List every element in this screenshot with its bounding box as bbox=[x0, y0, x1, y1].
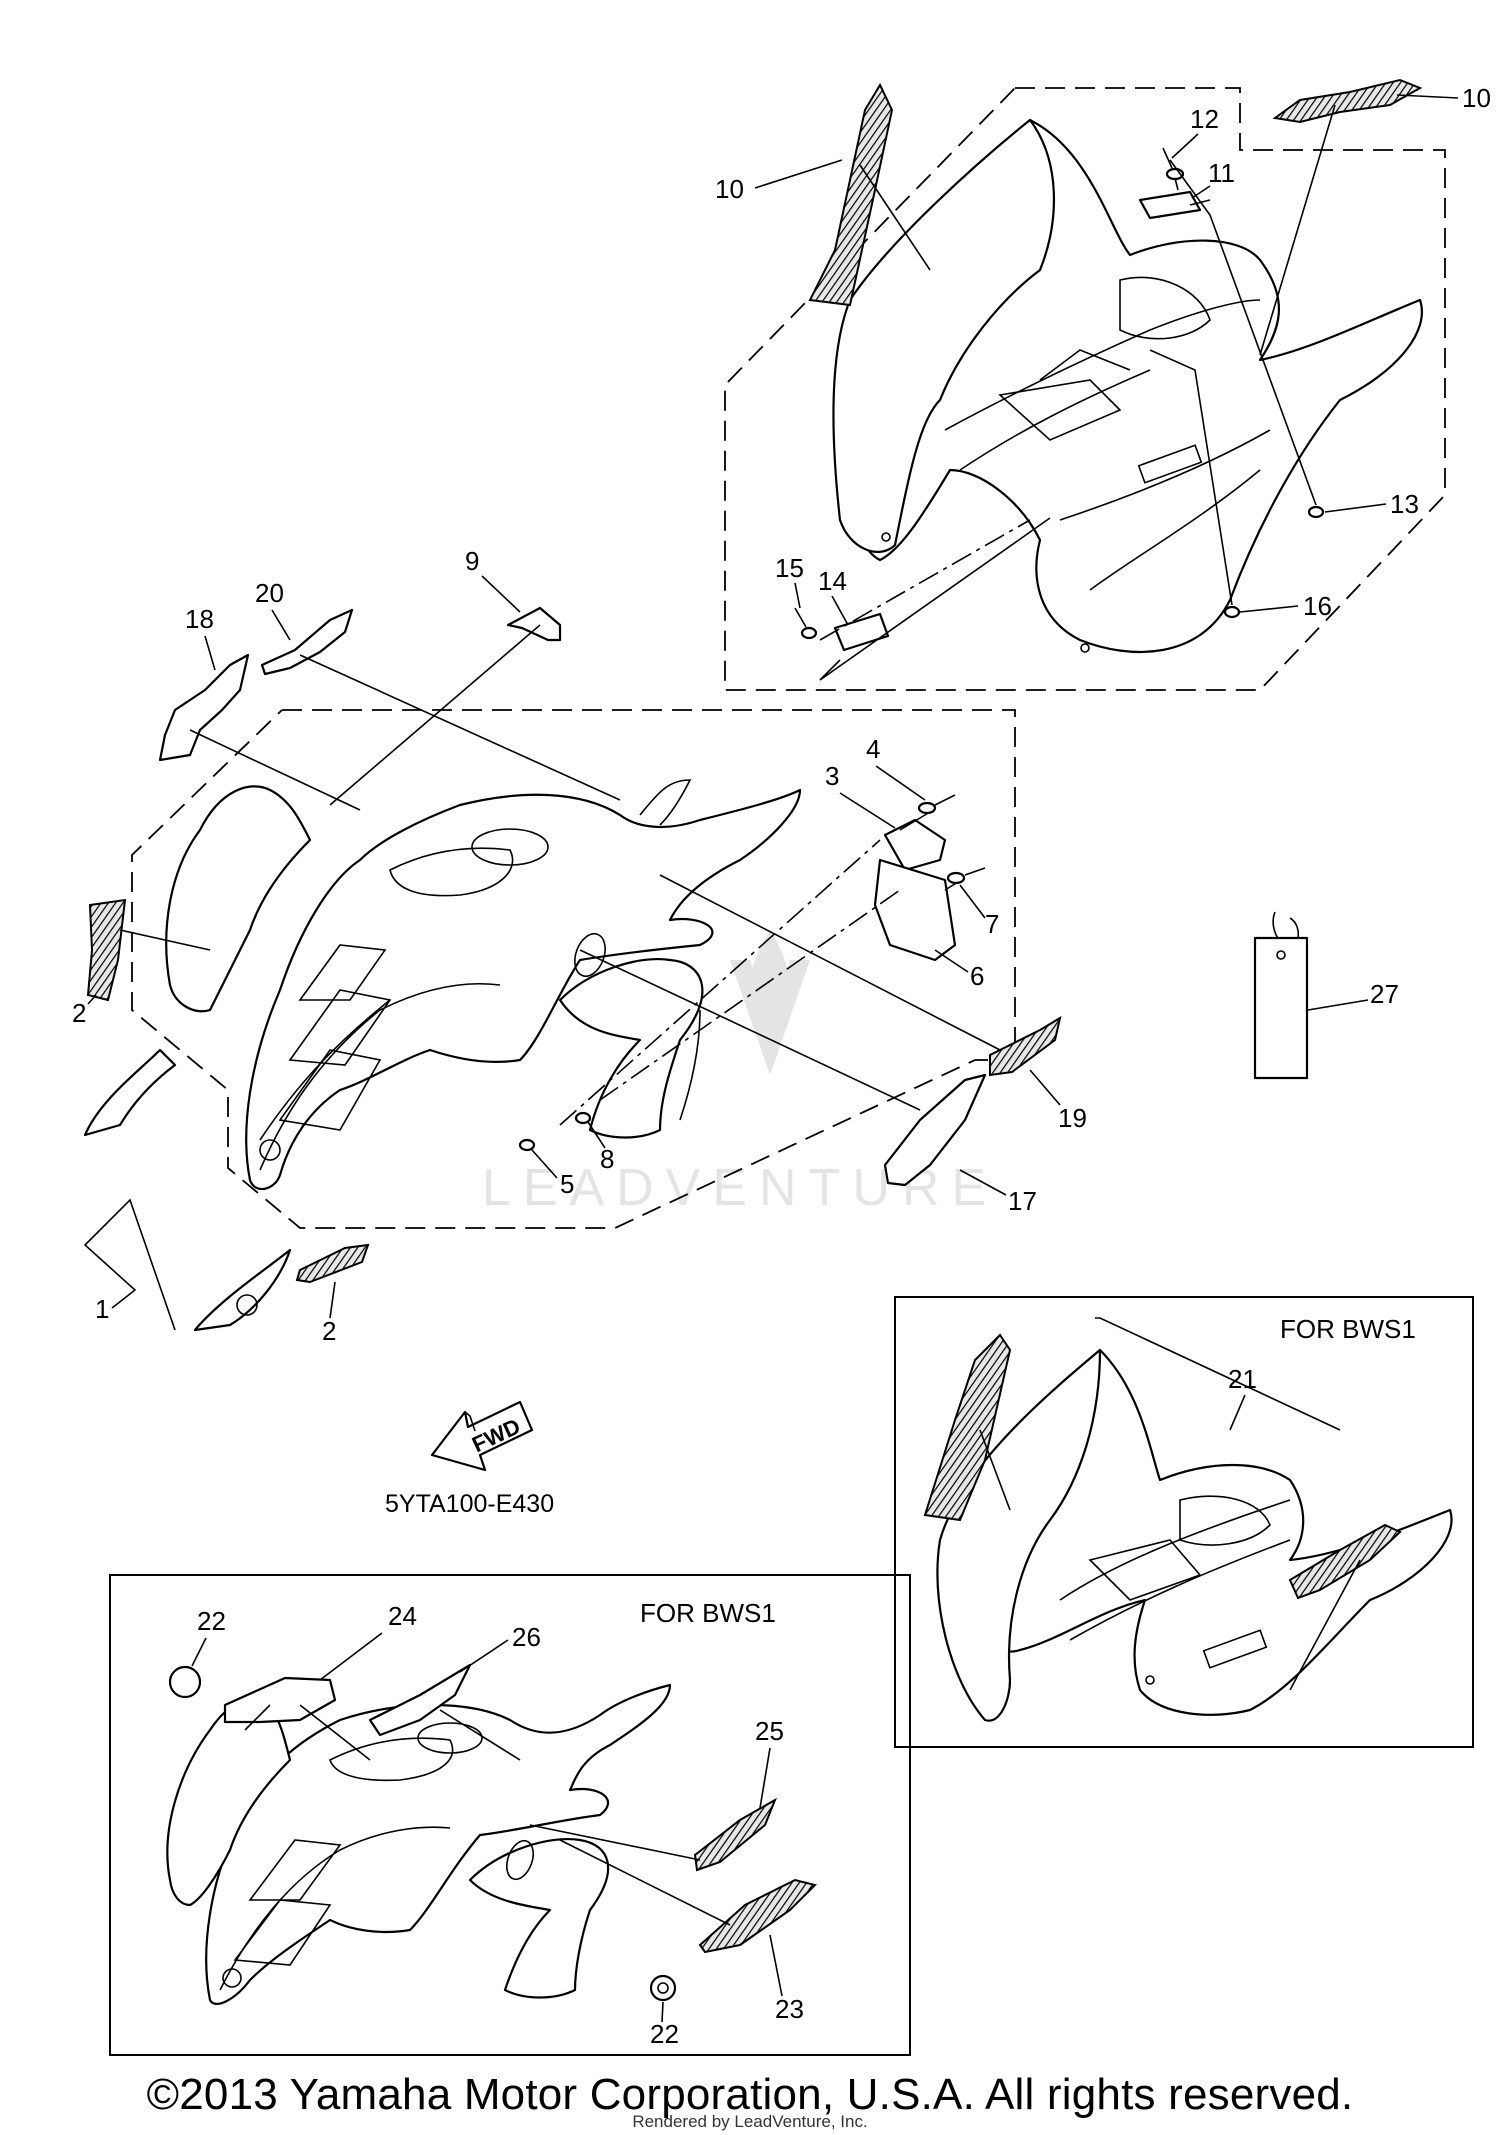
callout-4: 4 bbox=[866, 734, 880, 764]
inset-decal-22-top bbox=[168, 1665, 202, 1699]
callout-23: 23 bbox=[775, 1994, 804, 2024]
washer-5 bbox=[518, 1138, 536, 1152]
callout-21: 21 bbox=[1228, 1364, 1257, 1394]
callout-7: 7 bbox=[985, 909, 999, 939]
callout-22-top: 22 bbox=[197, 1606, 226, 1636]
inset-rear-label: FOR BWS1 bbox=[1280, 1314, 1416, 1344]
inset-front-bws1: FOR BWS1 22 24 26 25 23 22 bbox=[109, 1574, 911, 2056]
plate-11 bbox=[1138, 190, 1202, 220]
rear-fender-left-flare bbox=[832, 118, 1056, 553]
fwd-arrow: FWD bbox=[430, 1400, 534, 1472]
rear-decal-left bbox=[808, 82, 894, 307]
plate-6 bbox=[873, 858, 957, 962]
callout-26: 26 bbox=[512, 1622, 541, 1652]
callout-13: 13 bbox=[1390, 489, 1419, 519]
rear-decal-right bbox=[1272, 78, 1423, 124]
decal-1-lower bbox=[193, 1248, 292, 1332]
rivet-7 bbox=[946, 867, 986, 885]
callout-25: 25 bbox=[755, 1716, 784, 1746]
callout-8: 8 bbox=[600, 1144, 614, 1174]
inset-decal-24 bbox=[223, 1676, 337, 1724]
callout-10-right: 10 bbox=[1462, 83, 1491, 113]
decal-1-left bbox=[83, 1048, 177, 1137]
callout-17: 17 bbox=[1008, 1186, 1037, 1216]
inset-front-label: FOR BWS1 bbox=[640, 1598, 776, 1628]
decal-17 bbox=[883, 1073, 987, 1187]
inset-decal-23 bbox=[698, 1878, 817, 1954]
inset-decal-26 bbox=[368, 1663, 472, 1737]
washer-16 bbox=[1223, 605, 1241, 619]
front-fender-left-wing bbox=[165, 785, 312, 1013]
callout-16: 16 bbox=[1303, 591, 1332, 621]
callout-24: 24 bbox=[388, 1601, 417, 1631]
decal-20 bbox=[260, 608, 354, 676]
tag-27: 27 bbox=[1253, 911, 1399, 1080]
rear-fender-group bbox=[724, 78, 1446, 691]
rivet-12 bbox=[1162, 147, 1185, 191]
callout-10-left: 10 bbox=[715, 174, 744, 204]
callout-2-lower: 2 bbox=[322, 1316, 336, 1346]
decal-2-upper bbox=[86, 898, 127, 1002]
inset-decal-25 bbox=[693, 1797, 777, 1872]
callout-9: 9 bbox=[465, 546, 479, 576]
washer-8 bbox=[574, 1111, 592, 1125]
callout-6: 6 bbox=[970, 961, 984, 991]
inset-rear-decal-right bbox=[1288, 1523, 1402, 1600]
callout-27: 27 bbox=[1370, 979, 1399, 1009]
front-fender-right-wing bbox=[558, 958, 704, 1139]
copyright-notice: ©2013 Yamaha Motor Corporation, U.S.A. A… bbox=[146, 2070, 1354, 2119]
decal-2-lower bbox=[295, 1243, 370, 1284]
callout-19: 19 bbox=[1058, 1103, 1087, 1133]
inset-decal-22-emblem bbox=[649, 1974, 677, 2002]
decal-18 bbox=[158, 653, 250, 762]
rendered-by-notice: Rendered by LeadVenture, Inc. bbox=[632, 2112, 868, 2131]
callout-5: 5 bbox=[560, 1169, 574, 1199]
callout-18: 18 bbox=[185, 604, 214, 634]
inset-rear-bws1: FOR BWS1 21 bbox=[894, 1296, 1474, 1748]
callout-11: 11 bbox=[1208, 158, 1235, 188]
callout-20: 20 bbox=[255, 578, 284, 608]
callout-2-upper: 2 bbox=[72, 998, 86, 1028]
front-fender bbox=[245, 788, 802, 1191]
inset-front-left-wing bbox=[166, 1699, 292, 1907]
inset-rear-decal-left bbox=[923, 1333, 1012, 1522]
plate-14 bbox=[833, 612, 890, 652]
callout-1: 1 bbox=[95, 1294, 109, 1324]
decal-19 bbox=[989, 1015, 1062, 1077]
front-fender-group bbox=[83, 606, 1062, 1332]
decal-9 bbox=[506, 606, 562, 642]
inset-rear-frame bbox=[894, 1296, 1474, 1748]
front-group-boundary bbox=[131, 709, 1016, 1229]
rivet-15 bbox=[794, 607, 818, 640]
rivet-4 bbox=[917, 794, 956, 815]
inset-front-right-wing bbox=[468, 1838, 610, 1999]
inset-front-fender bbox=[205, 1683, 672, 2005]
callout-3: 3 bbox=[825, 761, 839, 791]
inset-front-frame bbox=[109, 1574, 911, 2056]
callout-12: 12 bbox=[1190, 104, 1219, 134]
callout-15: 15 bbox=[775, 553, 804, 583]
tag-27-card bbox=[1253, 936, 1309, 1080]
diagram-code: 5YTA100-E430 bbox=[385, 1490, 554, 1518]
callout-22-bottom: 22 bbox=[650, 2019, 679, 2049]
washer-13 bbox=[1307, 505, 1325, 519]
yamaha-emblem-1 bbox=[236, 1294, 258, 1316]
rear-group-boundary bbox=[724, 87, 1446, 691]
callout-14: 14 bbox=[818, 566, 847, 596]
plate-3 bbox=[883, 818, 947, 872]
